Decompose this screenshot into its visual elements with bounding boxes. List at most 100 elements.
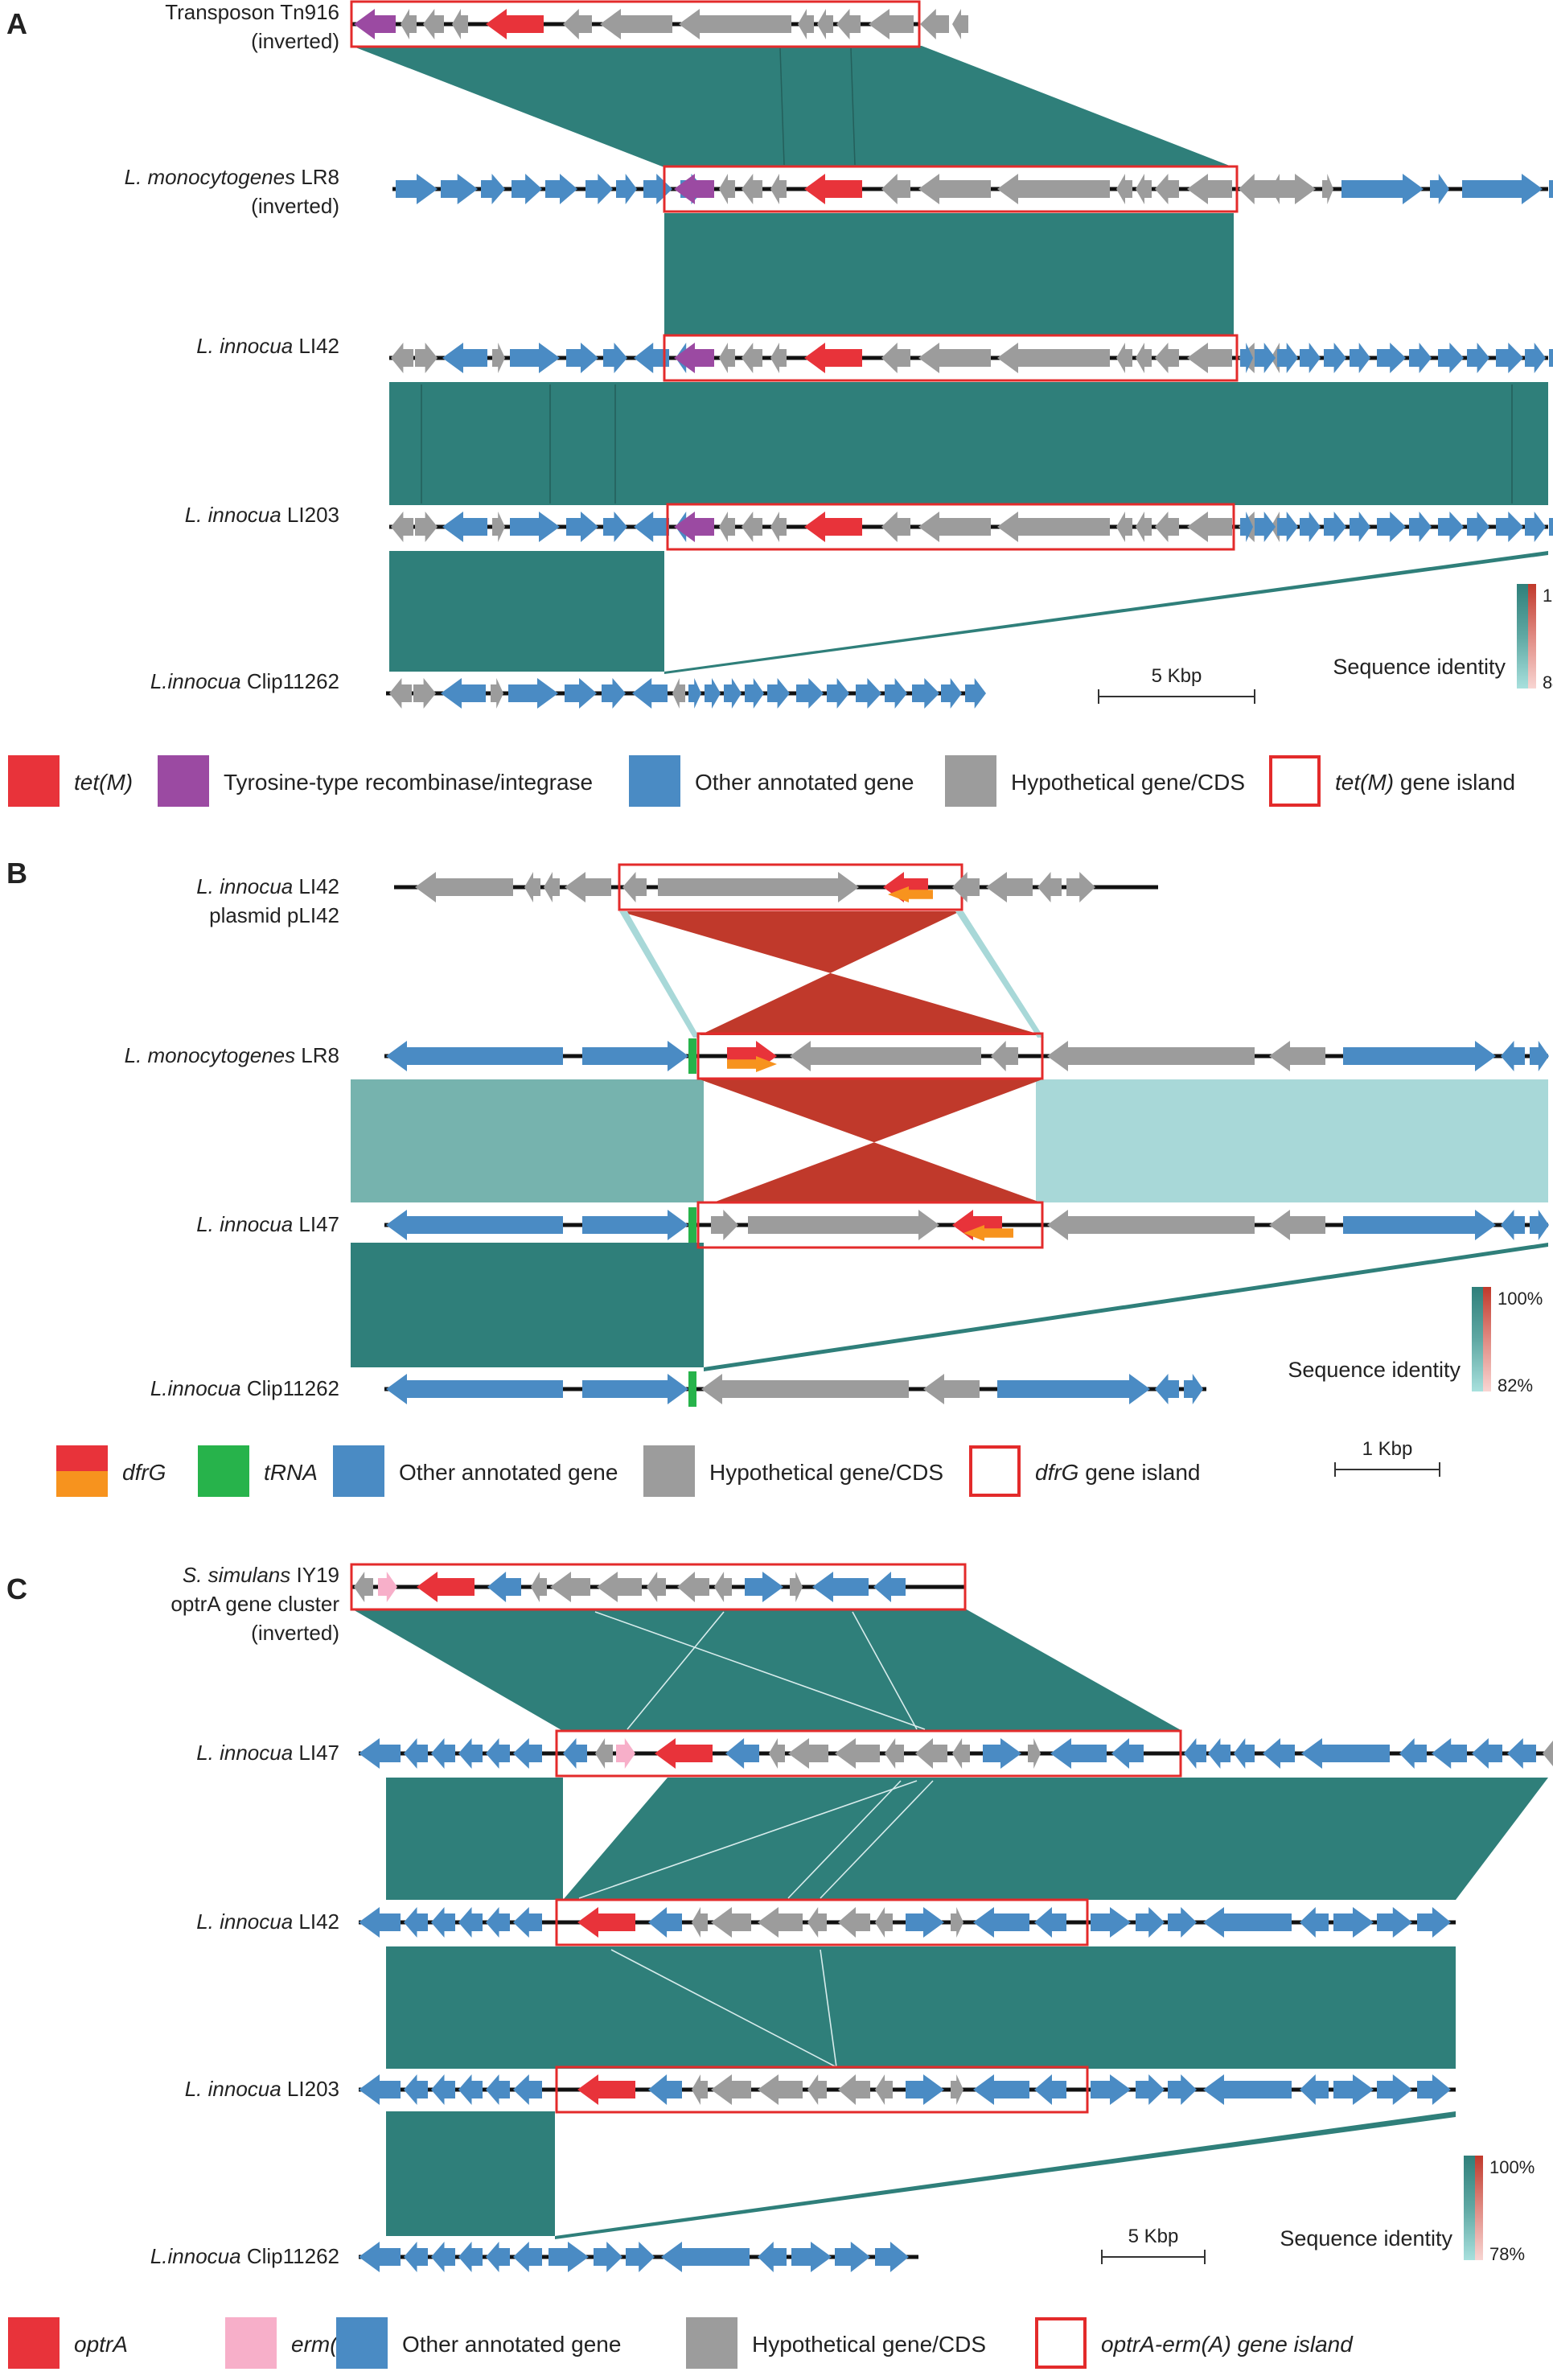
gene-arrow (391, 512, 413, 542)
gene-arrow (1438, 343, 1464, 373)
panel-letter: A (6, 7, 27, 40)
gene-arrow (354, 9, 396, 39)
gene-arrow (1350, 512, 1370, 542)
gene-arrow (647, 1572, 666, 1602)
legend-swatch (56, 1445, 108, 1471)
legend-swatch (56, 1471, 108, 1497)
gene-arrow (748, 1210, 939, 1240)
gene-arrow (963, 1225, 1013, 1241)
track-label: L.innocua Clip11262 (150, 2244, 339, 2268)
gene-arrow (838, 2074, 870, 2105)
identity-title: Sequence identity (1333, 655, 1506, 679)
legend-swatch (1035, 2317, 1087, 2369)
gene-arrow (952, 872, 980, 902)
gene-arrow (486, 9, 544, 39)
track-name: L. innocua LI47 (196, 1212, 339, 1236)
gene-arrow (512, 174, 542, 204)
gene-arrow (790, 1572, 803, 1602)
gene-arrow (672, 678, 685, 709)
gene-arrow (1136, 343, 1152, 373)
gene-arrow (674, 174, 714, 204)
gene-arrow (1248, 174, 1316, 204)
legend-swatch (225, 2317, 277, 2369)
panel-letter: B (6, 857, 27, 890)
gene-island-box (350, 0, 921, 48)
gene-arrow (508, 678, 558, 709)
gene-arrow (1187, 174, 1232, 204)
gene-arrow (566, 512, 598, 542)
gene-arrow (648, 2074, 682, 2105)
gene-arrow (550, 1572, 590, 1602)
gene-arrow (1269, 1041, 1325, 1071)
gene-arrow (1277, 512, 1298, 542)
gene-arrow (452, 9, 468, 39)
gene-arrow (1462, 174, 1543, 204)
gene-arrow (565, 872, 611, 902)
gene-arrow (415, 872, 513, 902)
legend-item: tRNA (198, 1445, 318, 1497)
legend-label: tet(M) (74, 770, 133, 795)
gene-arrow (622, 872, 647, 902)
gene-arrow (359, 2242, 401, 2272)
gene-arrow (758, 2242, 787, 2272)
gene-arrow (885, 1738, 904, 1769)
gene-arrow (1333, 1907, 1374, 1938)
gene-arrow (354, 1572, 373, 1602)
gene-arrow (597, 1572, 642, 1602)
gene-arrow (442, 512, 487, 542)
scale-bar: 5 Kbp (1098, 665, 1255, 704)
gene-arrow (1184, 1374, 1203, 1404)
gene-arrow (745, 1572, 783, 1602)
gene-arrow (643, 174, 672, 204)
gene-arrow (688, 678, 701, 709)
legend-label: Tyrosine-type recombinase/integrase (224, 770, 593, 795)
homology-link (351, 1609, 1182, 1731)
gene-arrow (658, 872, 859, 902)
gene-arrow (918, 512, 991, 542)
legend-swatch (969, 1445, 1021, 1497)
gene-arrow (378, 1572, 397, 1602)
legend-item: Hypothetical gene/CDS (686, 2317, 986, 2369)
gene-arrow (991, 1041, 1018, 1071)
gene-arrow (595, 1738, 613, 1769)
gene-arrow (510, 512, 560, 542)
gene-island-box (555, 1729, 1182, 1778)
gene-arrow (677, 1572, 709, 1602)
gene-arrow (648, 1907, 682, 1938)
gene-arrow (458, 2242, 483, 2272)
gene-arrow (389, 678, 412, 709)
trna-marker (688, 1038, 696, 1074)
gene-arrow (565, 678, 597, 709)
gene-arrow (701, 1374, 909, 1404)
gene-arrow (513, 2074, 542, 2105)
gene-arrow (770, 512, 787, 542)
gene-arrow (835, 2242, 870, 2272)
homology-link (563, 1778, 1548, 1900)
gene-arrow (386, 1210, 563, 1240)
track-label: L.innocua Clip11262 (150, 1376, 339, 1400)
track-name: L.innocua Clip11262 (150, 1376, 339, 1400)
homology-link (664, 551, 1548, 674)
legend-item: dfrG gene island (969, 1445, 1200, 1497)
gene-arrow (582, 1374, 688, 1404)
track-name: L.innocua Clip11262 (150, 2244, 339, 2268)
gene-arrow (626, 2242, 655, 2272)
gene-arrow (1496, 343, 1523, 373)
gene-arrow (1300, 1907, 1329, 1938)
track-label: L. innocua LI47 (196, 1741, 339, 1765)
track-name: L. innocua LI42 (196, 874, 339, 898)
gene-arrow (1341, 174, 1424, 204)
track-label: L. monocytogenes LR8(inverted) (125, 165, 339, 218)
gene-arrow (1155, 512, 1179, 542)
legend-label: Other annotated gene (695, 770, 914, 795)
gene-arrow (510, 343, 560, 373)
gene-arrow (413, 678, 436, 709)
gene-island-box (696, 1032, 1044, 1080)
track-subtitle: optrA gene cluster (171, 1592, 339, 1616)
gene-island-box (555, 1898, 1089, 1946)
track-name: L. innocua LI203 (185, 503, 339, 527)
gene-arrow (1277, 343, 1298, 373)
gene-arrow (1377, 1907, 1412, 1938)
